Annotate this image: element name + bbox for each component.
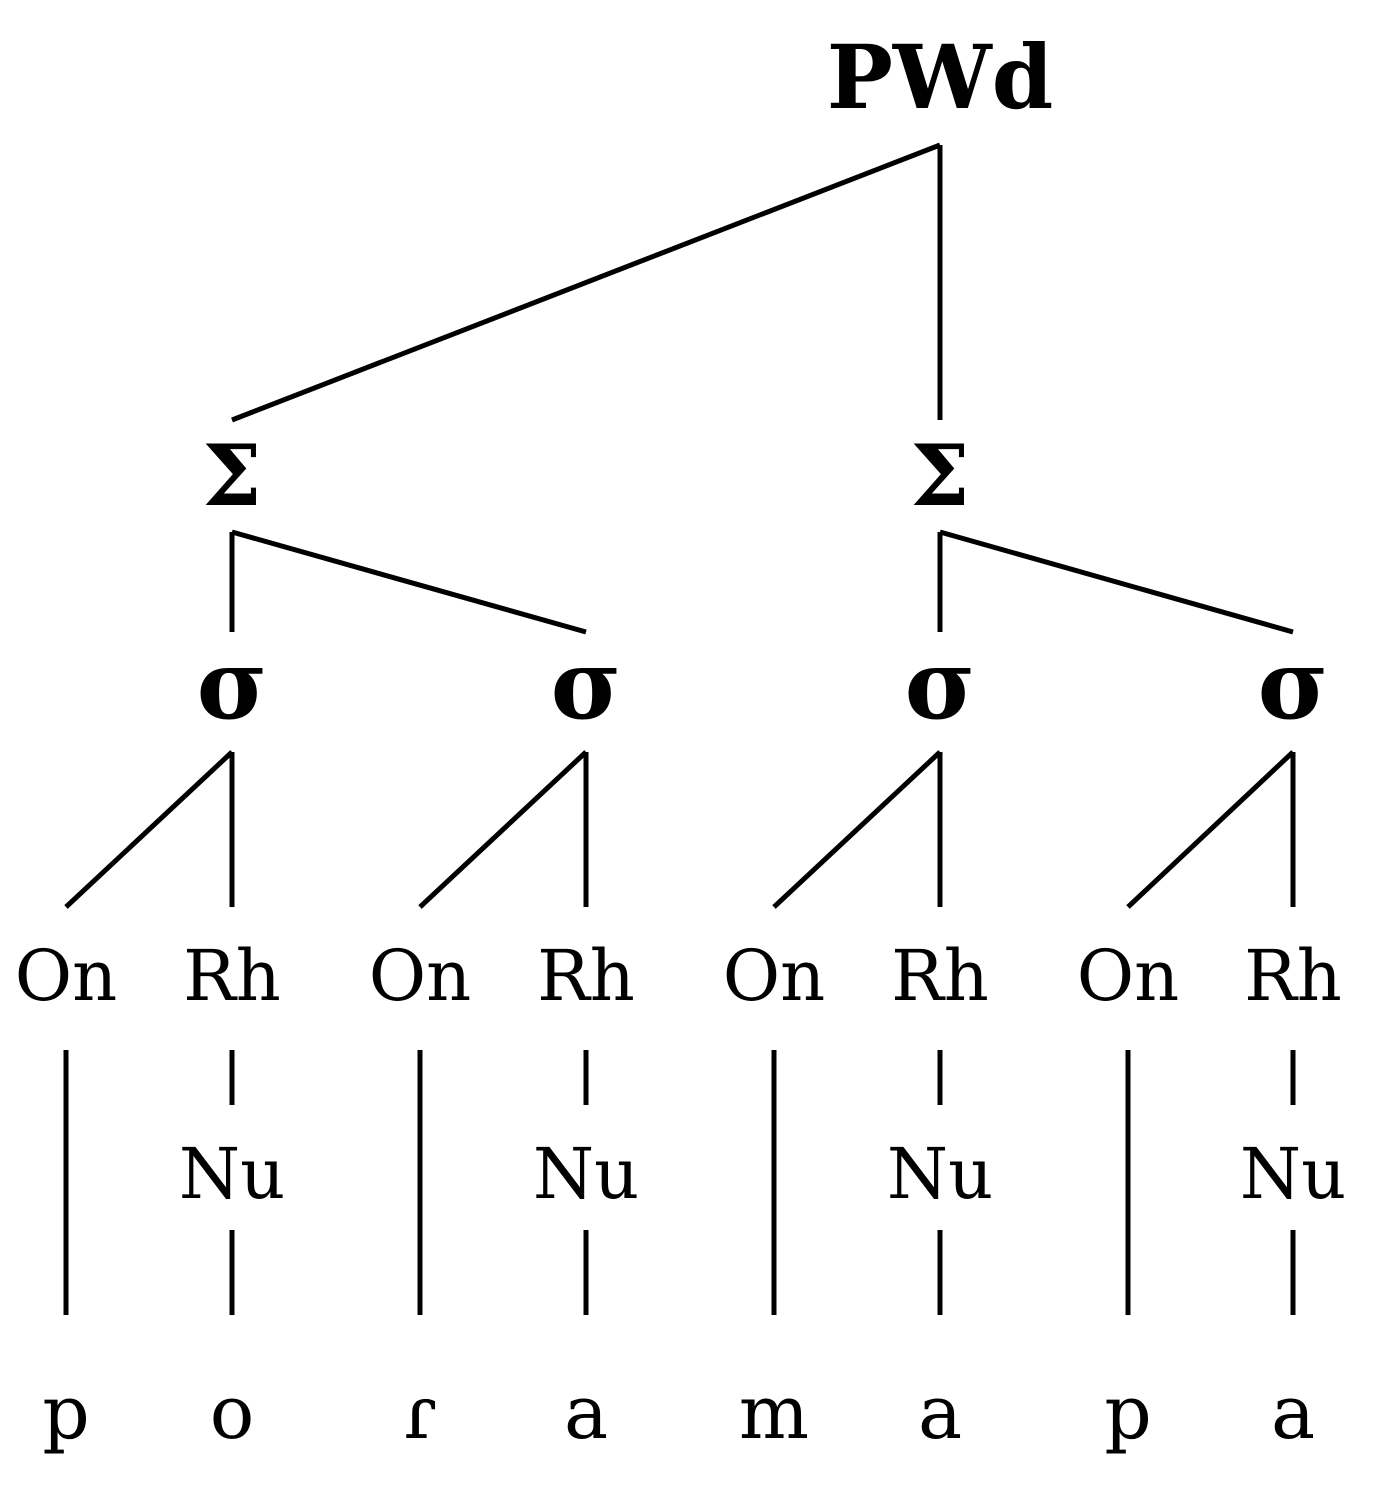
edge-pwd-to-foot [231,142,941,423]
edge-syllable-to-onset [418,750,588,909]
edge-foot-to-syllable [231,529,587,635]
edge-syllable-to-onset [1126,750,1295,909]
segment-onset: p [42,1370,89,1456]
onset-node: On [1077,935,1179,1017]
rhyme-node: Rh [1244,935,1342,1017]
segment-nucleus: a [918,1370,962,1456]
edge-syllable-to-onset [64,750,234,909]
syllable-node: σ [905,628,976,741]
syllable-node: σ [1258,628,1329,741]
foot-node: Σ [910,426,969,525]
onset-node: On [723,935,825,1017]
syllable-node: σ [551,628,622,741]
edge-syllable-to-onset [772,750,942,909]
onset-node: On [369,935,471,1017]
foot-node: Σ [202,426,261,525]
rhyme-node: Rh [537,935,635,1017]
rhyme-node: Rh [891,935,989,1017]
prosodic-word-node: PWd [827,25,1054,129]
nucleus-node: Nu [1240,1133,1346,1215]
segment-onset: ɾ [403,1370,437,1456]
onset-node: On [15,935,117,1017]
syllable-node: σ [197,628,268,741]
edge-foot-to-syllable [939,529,1294,635]
segment-nucleus: a [1271,1370,1315,1456]
nucleus-node: Nu [887,1133,993,1215]
segment-onset: p [1104,1370,1151,1456]
rhyme-node: Rh [183,935,281,1017]
segment-nucleus: o [210,1370,255,1456]
nucleus-node: Nu [179,1133,285,1215]
segment-nucleus: a [564,1370,608,1456]
nucleus-node: Nu [533,1133,639,1215]
segment-onset: m [739,1370,809,1456]
tree-edges [63,142,1296,1315]
